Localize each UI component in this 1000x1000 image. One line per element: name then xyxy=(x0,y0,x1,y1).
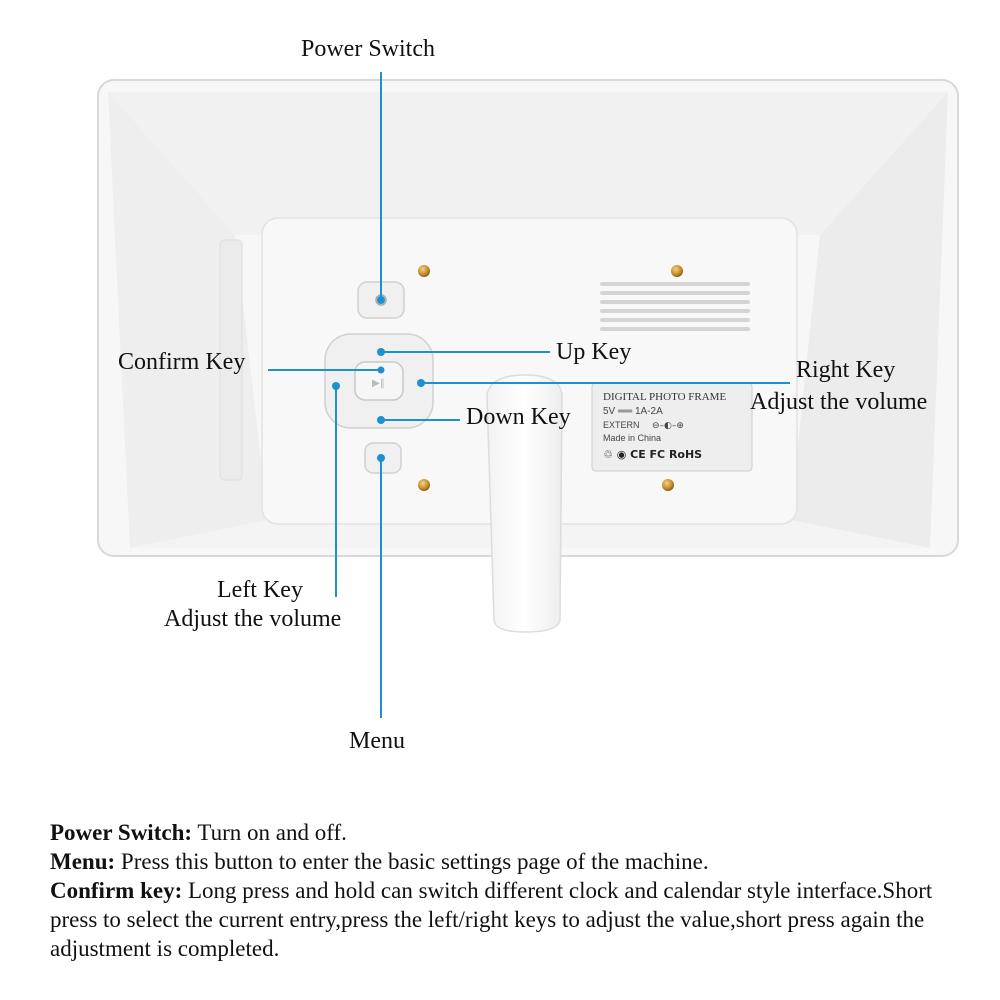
descriptions: Power Switch: Turn on and off. Menu: Pre… xyxy=(50,818,970,963)
description-term: Menu: xyxy=(50,849,116,874)
product-label-rating: 5V ══ 1A-2A xyxy=(603,406,663,417)
screw-icon xyxy=(418,479,430,491)
kickstand xyxy=(486,374,563,633)
screw-icon xyxy=(418,265,430,277)
confirm-button[interactable] xyxy=(354,361,404,401)
screw-icon xyxy=(671,265,683,277)
down-key-label: Down Key xyxy=(466,404,571,430)
navigation-pad[interactable]: ▶‖ xyxy=(324,333,434,429)
description-text: Long press and hold can switch different… xyxy=(50,878,933,961)
photo-frame-diagram: DIGITAL PHOTO FRAME 5V ══ 1A-2A EXTERN ⊖… xyxy=(97,72,959,718)
screw-icon xyxy=(662,479,674,491)
description-term: Confirm key: xyxy=(50,878,183,903)
confirm-key-label: Confirm Key xyxy=(118,349,246,375)
right-key-sublabel: Adjust the volume xyxy=(750,389,928,415)
callout-lines xyxy=(268,72,790,718)
description-term: Power Switch: xyxy=(50,820,193,845)
power-switch-label: Power Switch xyxy=(301,36,435,62)
product-label-extern: EXTERN xyxy=(603,420,640,430)
description-power-switch: Power Switch: Turn on and off. xyxy=(50,818,970,847)
product-label: DIGITAL PHOTO FRAME 5V ══ 1A-2A EXTERN ⊖… xyxy=(591,382,753,472)
description-text: Press this button to enter the basic set… xyxy=(115,849,709,874)
left-key-label: Left Key xyxy=(217,577,303,603)
up-key-label: Up Key xyxy=(556,339,632,365)
product-label-title: DIGITAL PHOTO FRAME xyxy=(603,391,726,403)
description-text: Turn on and off. xyxy=(192,820,347,845)
description-menu: Menu: Press this button to enter the bas… xyxy=(50,847,970,876)
speaker-grille xyxy=(600,282,750,331)
certification-marks: ♲ ◉ CE FC RoHS xyxy=(603,448,702,461)
left-key-sublabel: Adjust the volume xyxy=(164,606,342,632)
product-label-polarity: ⊖–◐–⊕ xyxy=(652,421,684,431)
play-pause-icon: ▶‖ xyxy=(372,378,385,389)
description-confirm-key: Confirm key: Long press and hold can swi… xyxy=(50,876,970,963)
menu-label: Menu xyxy=(349,728,405,754)
right-key-label: Right Key xyxy=(796,357,896,383)
product-label-origin: Made in China xyxy=(603,433,661,443)
